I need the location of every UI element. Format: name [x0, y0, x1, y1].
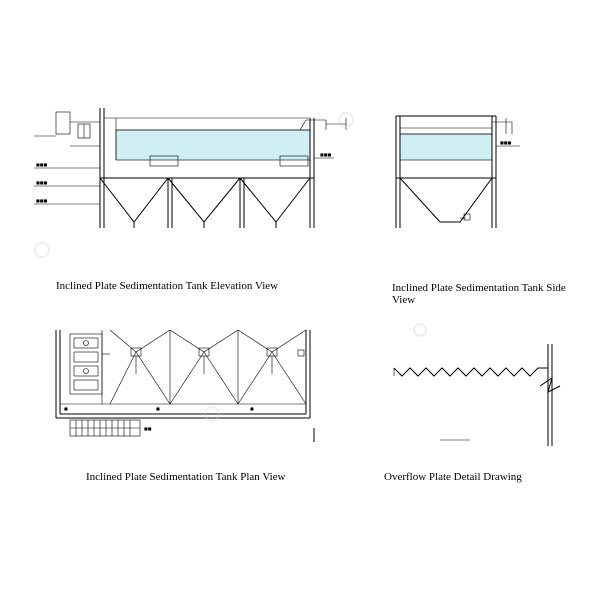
- svg-text:■: ■: [250, 406, 254, 411]
- company-logo-watermark: [34, 112, 427, 422]
- svg-text:■■■: ■■■: [36, 198, 48, 203]
- elevation-inlet-box: [55, 111, 71, 135]
- svg-text:■■■: ■■■: [320, 152, 332, 157]
- svg-text:■■■: ■■■: [500, 140, 512, 145]
- elevation-view-caption: Inclined Plate Sedimentation Tank Elevat…: [56, 280, 279, 292]
- plan-view-caption: Inclined Plate Sedimentation Tank Plan V…: [86, 471, 286, 483]
- overflow-detail-caption: Overflow Plate Detail Drawing: [384, 471, 522, 483]
- plan-view-drawing: ■ ■ ■ ■■: [55, 329, 315, 442]
- overflow-detail-drawing: [393, 344, 561, 446]
- svg-text:■: ■: [64, 406, 68, 411]
- svg-text:■: ■: [156, 406, 160, 411]
- svg-text:■■■: ■■■: [36, 180, 48, 185]
- side-view-caption: Inclined Plate Sedimentation Tank Side V…: [392, 282, 566, 306]
- side-plate-pack: [399, 133, 493, 161]
- svg-text:■■: ■■: [144, 426, 152, 431]
- elevation-plate-pack: [115, 129, 311, 161]
- svg-text:■■■: ■■■: [36, 162, 48, 167]
- elevation-view-drawing: ■■■ ■■■ ■■■ ■■■: [34, 108, 347, 228]
- side-view-drawing: ■■■: [395, 115, 520, 228]
